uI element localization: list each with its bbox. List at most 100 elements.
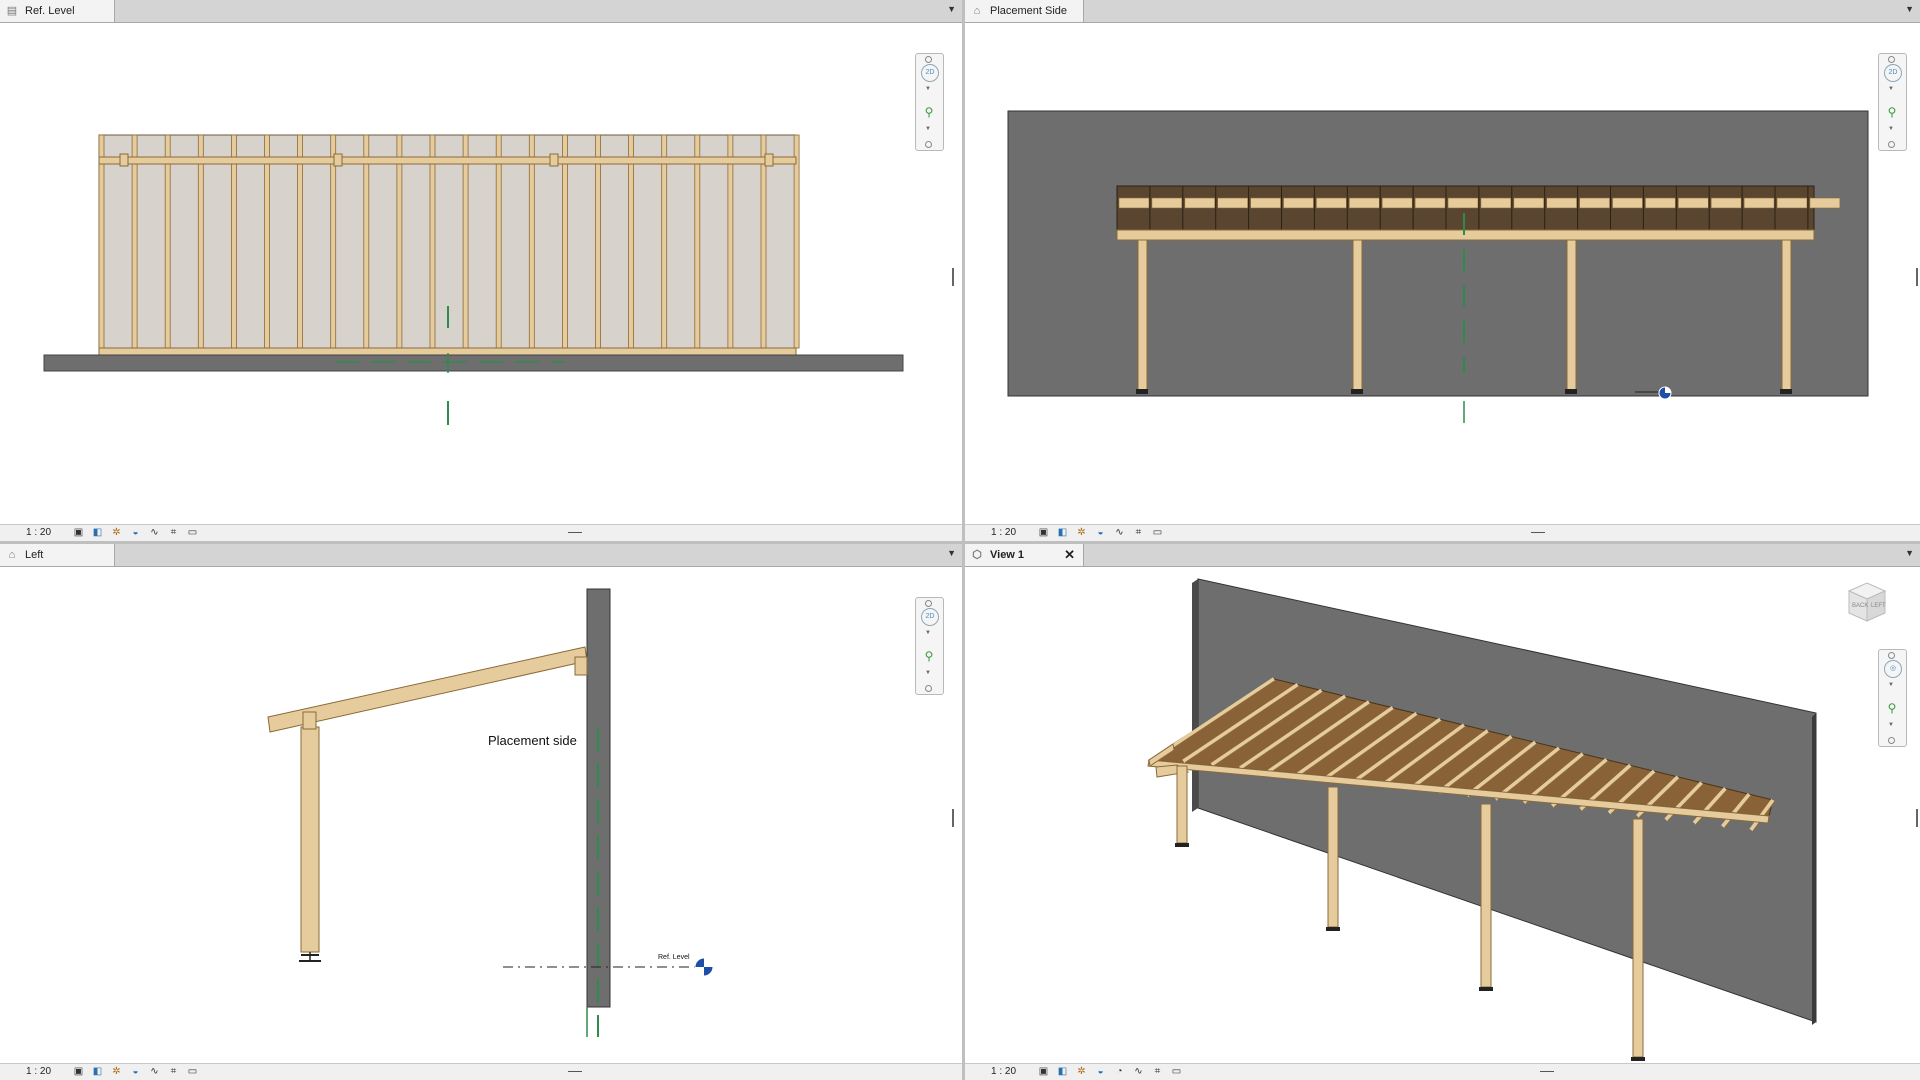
chevron-down-icon[interactable]: ▼ [925, 86, 931, 92]
viewcube-icon: BACK LEFT [1847, 582, 1887, 622]
steering-wheel-icon[interactable]: 2D [921, 608, 939, 626]
hide-crop-icon[interactable]: ▭ [1171, 1066, 1182, 1077]
chevron-down-icon[interactable]: ▼ [1888, 682, 1894, 688]
scroll-handle[interactable] [1540, 1071, 1554, 1072]
post-base [1479, 987, 1493, 991]
scroll-handle[interactable] [568, 532, 582, 533]
rafter [1692, 787, 1727, 825]
zoom-icon[interactable]: ⚲ [1887, 105, 1897, 119]
viewcube-face-left[interactable]: LEFT [1871, 603, 1886, 609]
tab-placement-side[interactable]: ⌂ Placement Side [965, 0, 1084, 22]
view-scale[interactable]: 1 : 20 [26, 527, 52, 538]
chevron-down-icon[interactable]: ▼ [947, 548, 956, 558]
level-tag-label[interactable]: Ref. Level [658, 954, 690, 961]
drawing-canvas[interactable]: BACK LEFT ◎ ▼ ⚲ ▼ [965, 567, 1920, 1080]
chevron-down-icon[interactable]: ▼ [925, 126, 931, 132]
shadows-icon[interactable]: ◒ [1097, 527, 1104, 538]
view-tabbar: ▤ Ref. Level ▼ [0, 0, 962, 23]
shadows-icon[interactable]: ◒ [1097, 1066, 1104, 1077]
shadows-icon[interactable]: ◒ [132, 1066, 139, 1077]
slat [98, 134, 105, 349]
sun-path-icon[interactable]: ✲ [1077, 1066, 1086, 1077]
splitter-handle[interactable] [1916, 268, 1918, 286]
view-ref-level[interactable]: ▤ Ref. Level ▼ 2D ▼ ⚲ ▼ [0, 0, 962, 541]
slat [131, 134, 138, 349]
crop-icon[interactable]: ⌗ [170, 1066, 177, 1077]
steering-wheel-icon[interactable]: ◎ [1884, 660, 1902, 678]
navigation-bar[interactable]: ◎ ▼ ⚲ ▼ [1878, 649, 1907, 747]
visual-style-icon[interactable]: ◧ [1057, 1066, 1068, 1077]
view-scale[interactable]: 1 : 20 [26, 1066, 52, 1077]
view-control-bar: 1 : 20 ▣ ◧ ✲ ◒ ◔ ∿ ⌗ ▭ [965, 1063, 1920, 1080]
drawing-canvas[interactable]: Placement side Ref. Level 2D ▼ ⚲ ▼ [0, 567, 962, 1080]
chevron-down-icon[interactable]: ▼ [1888, 86, 1894, 92]
rafter-end [1151, 197, 1183, 209]
detail-level-icon[interactable]: ▣ [1038, 1066, 1049, 1077]
view-left[interactable]: ⌂ Left ▼ Placement side Ref. Level 2D ▼ [0, 544, 962, 1080]
hide-crop-icon[interactable]: ▭ [187, 527, 198, 538]
viewcube-face-back[interactable]: BACK [1852, 603, 1868, 609]
rafter-edge [1156, 679, 1277, 760]
crop-icon[interactable]: ⌗ [1135, 527, 1142, 538]
splitter-handle[interactable] [952, 268, 954, 286]
visual-style-icon[interactable]: ◧ [92, 1066, 103, 1077]
detail-level-icon[interactable]: ▣ [73, 1066, 84, 1077]
chevron-down-icon[interactable]: ▼ [1905, 548, 1914, 558]
render-icon[interactable]: ∿ [1115, 527, 1124, 538]
crop-icon[interactable]: ⌗ [170, 527, 177, 538]
visual-style-icon[interactable]: ◧ [92, 527, 103, 538]
chevron-down-icon[interactable]: ▼ [1905, 4, 1914, 14]
drawing-canvas[interactable]: 2D ▼ ⚲ ▼ [965, 23, 1920, 541]
detail-level-icon[interactable]: ▣ [73, 527, 84, 538]
rafter-end [1381, 197, 1413, 209]
hide-crop-icon[interactable]: ▭ [187, 1066, 198, 1077]
tab-ref-level[interactable]: ▤ Ref. Level [0, 0, 115, 22]
post-base [1631, 1057, 1645, 1061]
navigation-bar[interactable]: 2D ▼ ⚲ ▼ [915, 53, 944, 151]
rafter [1721, 792, 1751, 828]
scroll-handle[interactable] [568, 1071, 582, 1072]
elevation-icon: ⌂ [973, 5, 981, 17]
splitter-handle[interactable] [952, 809, 954, 827]
view-scale[interactable]: 1 : 20 [991, 1066, 1017, 1077]
splitter-handle[interactable] [1916, 809, 1918, 827]
crop-icon[interactable]: ⌗ [1154, 1066, 1161, 1077]
steering-wheel-icon[interactable]: 2D [1884, 64, 1902, 82]
steering-wheel-icon[interactable]: 2D [921, 64, 939, 82]
tab-view-1[interactable]: ⬡ View 1 ✕ [965, 544, 1084, 566]
navigation-bar[interactable]: 2D ▼ ⚲ ▼ [1878, 53, 1907, 151]
view-placement-side[interactable]: ⌂ Placement Side ▼ 2D ▼ [965, 0, 1920, 541]
post [1480, 803, 1492, 988]
hide-crop-icon[interactable]: ▭ [1152, 527, 1163, 538]
post-base [1175, 843, 1189, 847]
sun-path-icon[interactable]: ✲ [112, 1066, 121, 1077]
render-icon[interactable]: ∿ [150, 527, 159, 538]
view-scale[interactable]: 1 : 20 [991, 527, 1017, 538]
sun-path-icon[interactable]: ✲ [112, 527, 121, 538]
chevron-down-icon[interactable]: ▼ [925, 670, 931, 676]
render-icon[interactable]: ∿ [150, 1066, 159, 1077]
chevron-down-icon[interactable]: ▼ [1888, 126, 1894, 132]
tab-left[interactable]: ⌂ Left [0, 544, 115, 566]
render-icon[interactable]: ∿ [1134, 1066, 1143, 1077]
zoom-icon[interactable]: ⚲ [924, 105, 934, 119]
zoom-icon[interactable]: ⚲ [1887, 701, 1897, 715]
view-tabbar: ⌂ Placement Side ▼ [965, 0, 1920, 23]
chevron-down-icon[interactable]: ▼ [1888, 722, 1894, 728]
scroll-handle[interactable] [1531, 532, 1545, 533]
viewcube[interactable]: BACK LEFT [1844, 579, 1890, 625]
navigation-bar[interactable]: 2D ▼ ⚲ ▼ [915, 597, 944, 695]
drawing-canvas[interactable]: 2D ▼ ⚲ ▼ [0, 23, 962, 541]
chevron-down-icon[interactable]: ▼ [925, 630, 931, 636]
zoom-icon[interactable]: ⚲ [924, 649, 934, 663]
view-3d[interactable]: ⬡ View 1 ✕ ▼ BACK LEFT [965, 544, 1920, 1080]
chevron-down-icon[interactable]: ▼ [947, 4, 956, 14]
visual-style-icon[interactable]: ◧ [1057, 527, 1068, 538]
close-icon[interactable]: ✕ [1064, 547, 1075, 562]
rafter-end [1316, 197, 1347, 209]
view-tabbar: ⬡ View 1 ✕ ▼ [965, 544, 1920, 567]
detail-level-icon[interactable]: ▣ [1038, 527, 1049, 538]
render-icon[interactable]: ◔ [1116, 1066, 1123, 1077]
shadows-icon[interactable]: ◒ [132, 527, 139, 538]
sun-path-icon[interactable]: ✲ [1077, 527, 1086, 538]
